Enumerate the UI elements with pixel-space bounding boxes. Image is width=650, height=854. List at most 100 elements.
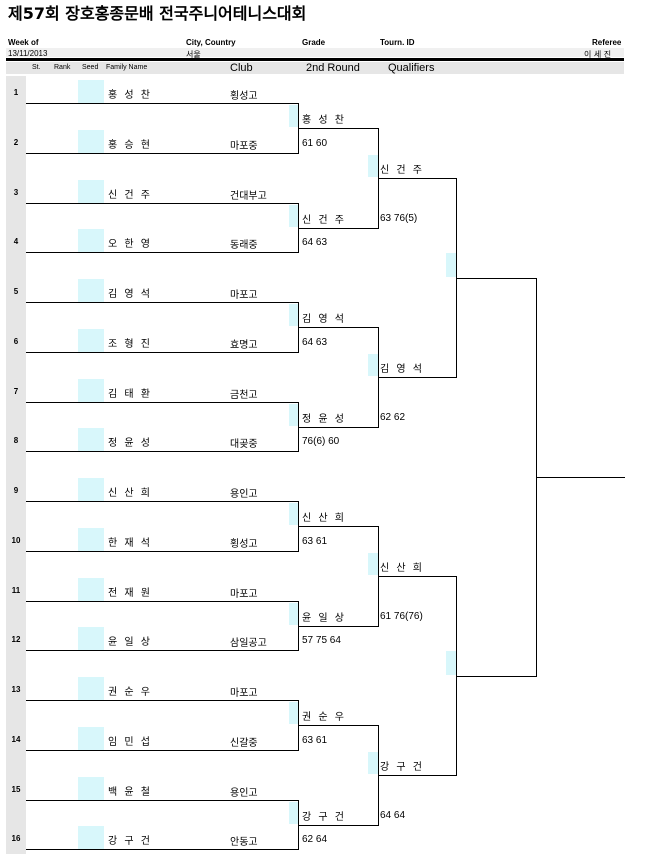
player-name: 신 건 주 <box>108 190 152 201</box>
round2-line <box>298 427 379 428</box>
player-line <box>26 252 299 253</box>
player-club: 건대부고 <box>230 191 267 202</box>
winner-cell <box>368 155 378 177</box>
player-number: 4 <box>13 237 19 246</box>
round2-winner: 홍 성 찬 <box>302 115 346 126</box>
player-club: 금천고 <box>230 390 258 401</box>
player-line <box>26 451 299 452</box>
semifinal-line <box>456 278 537 279</box>
player-name: 홍 승 현 <box>108 140 152 151</box>
grade-label: Grade <box>302 38 326 47</box>
round2-winner: 신 산 희 <box>302 513 346 524</box>
player-line <box>26 551 299 552</box>
round2-score: 64 63 <box>302 337 328 348</box>
referee-value: 이 세 진 <box>584 50 612 59</box>
player-name: 김 태 환 <box>108 389 152 400</box>
qualifier-line <box>378 178 457 179</box>
column-header-band <box>6 62 624 74</box>
winner-cell <box>368 752 378 774</box>
qualifier-score: 61 76(76) <box>380 611 423 622</box>
player-club: 마포고 <box>230 589 258 600</box>
final-line <box>536 477 625 478</box>
round2-score: 62 64 <box>302 834 328 845</box>
player-club: 마포고 <box>230 290 258 301</box>
seed-cell <box>78 826 104 849</box>
round2-line <box>298 128 379 129</box>
player-name: 한 재 석 <box>108 538 152 549</box>
player-name: 조 형 진 <box>108 339 152 350</box>
winner-cell <box>289 404 298 426</box>
seed-cell <box>78 80 104 103</box>
winner-cell <box>289 304 298 326</box>
round2-score: 63 61 <box>302 536 328 547</box>
player-name: 김 영 석 <box>108 289 152 300</box>
player-name: 백 윤 철 <box>108 787 152 798</box>
round2-winner: 김 영 석 <box>302 314 346 325</box>
week-of-label: Week of <box>8 38 39 47</box>
player-number: 8 <box>13 436 19 445</box>
player-club: 용인고 <box>230 788 258 799</box>
winner-cell <box>289 503 298 525</box>
player-name: 신 산 희 <box>108 488 152 499</box>
player-line <box>26 203 299 204</box>
seed-cell <box>78 428 104 451</box>
header-band <box>6 48 624 57</box>
player-number: 12 <box>11 635 21 644</box>
player-number: 3 <box>13 188 19 197</box>
round2-winner: 윤 일 상 <box>302 613 346 624</box>
round2-line <box>298 626 379 627</box>
number-column <box>6 76 26 854</box>
player-name: 오 한 영 <box>108 239 152 250</box>
qualifier-score: 63 76(5) <box>380 213 418 224</box>
player-line <box>26 402 299 403</box>
seed-cell <box>78 130 104 153</box>
player-club: 횡성고 <box>230 91 258 102</box>
player-club: 삼일공고 <box>230 638 267 649</box>
winner-cell <box>289 702 298 724</box>
qualifier-name: 신 산 희 <box>380 563 424 574</box>
qualifier-name: 신 건 주 <box>380 165 424 176</box>
round2-line <box>298 228 379 229</box>
col-st: St. <box>32 64 41 71</box>
col-qualifiers: Qualifiers <box>388 62 435 74</box>
semifinal-line <box>456 676 537 677</box>
winner-cell <box>289 105 298 127</box>
col-rank: Rank <box>54 64 71 71</box>
city-value: 서울 <box>186 50 201 59</box>
seed-cell <box>78 478 104 501</box>
player-line <box>26 103 299 104</box>
col-seed: Seed <box>82 64 99 71</box>
player-number: 9 <box>13 486 19 495</box>
player-line <box>26 750 299 751</box>
qualifier-score: 62 62 <box>380 412 406 423</box>
round2-score: 64 63 <box>302 237 328 248</box>
tourn-id-label: Tourn. ID <box>380 38 415 47</box>
player-number: 2 <box>13 138 19 147</box>
seed-cell <box>78 329 104 352</box>
player-number: 1 <box>13 88 19 97</box>
round2-score: 61 60 <box>302 138 328 149</box>
player-name: 정 윤 성 <box>108 438 152 449</box>
round2-line <box>298 825 379 826</box>
round2-score: 63 61 <box>302 735 328 746</box>
round2-winner: 강 구 건 <box>302 812 346 823</box>
seed-cell <box>78 677 104 700</box>
player-club: 안동고 <box>230 837 258 848</box>
player-name: 윤 일 상 <box>108 637 152 648</box>
col-club: Club <box>230 62 253 74</box>
city-label: City, Country <box>186 38 236 47</box>
player-club: 마포중 <box>230 141 258 152</box>
player-line <box>26 601 299 602</box>
player-club: 신갈중 <box>230 738 258 749</box>
player-line <box>26 352 299 353</box>
round2-winner: 정 윤 성 <box>302 414 346 425</box>
winner-cell <box>289 603 298 625</box>
player-name: 강 구 건 <box>108 836 152 847</box>
qualifier-line <box>378 576 457 577</box>
round2-score: 57 75 64 <box>302 635 341 646</box>
tournament-title: 제57회 장호홍종문배 전국주니어테니스대회 <box>8 4 307 23</box>
player-club: 마포고 <box>230 688 258 699</box>
player-number: 16 <box>11 834 21 843</box>
seed-cell <box>78 279 104 302</box>
player-number: 7 <box>13 387 19 396</box>
